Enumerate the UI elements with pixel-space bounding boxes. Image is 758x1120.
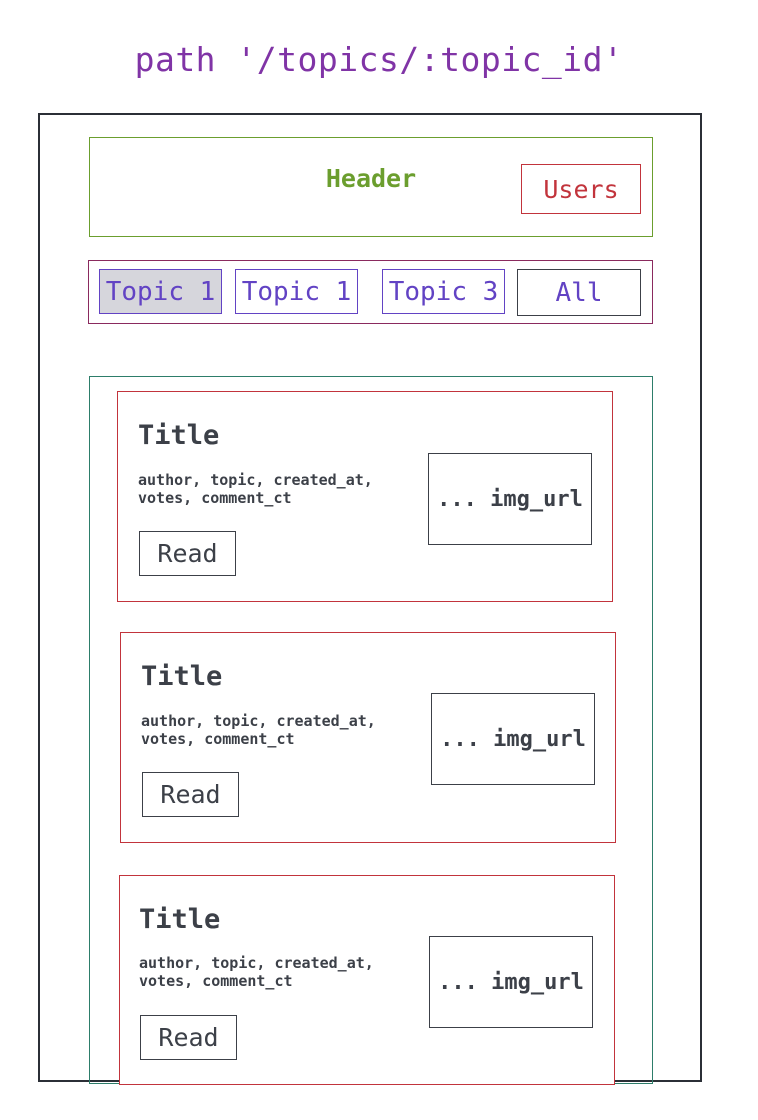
read-button[interactable]: Read <box>139 531 236 576</box>
read-button[interactable]: Read <box>142 772 239 817</box>
header-label: Header <box>325 164 417 193</box>
topics-nav-bar <box>88 260 653 324</box>
all-topics-tab[interactable]: All <box>517 269 641 316</box>
route-path-title: path '/topics/:topic_id' <box>134 40 624 79</box>
article-meta-line: votes, comment_ct <box>138 489 292 507</box>
users-button[interactable]: Users <box>521 164 641 214</box>
article-meta-line: author, topic, created_at, <box>141 712 376 730</box>
article-title: Title <box>141 661 223 692</box>
article-title: Title <box>138 420 220 451</box>
article-meta-line: votes, comment_ct <box>141 730 295 748</box>
article-title: Title <box>139 904 221 935</box>
header-box <box>89 137 653 237</box>
article-image-placeholder: ... img_url <box>431 693 595 785</box>
article-image-placeholder: ... img_url <box>428 453 592 545</box>
article-image-placeholder: ... img_url <box>429 936 593 1028</box>
topic-tab-1[interactable]: Topic 1 <box>99 269 222 314</box>
article-meta-line: author, topic, created_at, <box>139 954 374 972</box>
topic-tab-2[interactable]: Topic 1 <box>235 269 358 314</box>
topic-tab-3[interactable]: Topic 3 <box>382 269 505 314</box>
article-meta-line: votes, comment_ct <box>139 972 293 990</box>
read-button[interactable]: Read <box>140 1015 237 1060</box>
article-meta-line: author, topic, created_at, <box>138 471 373 489</box>
